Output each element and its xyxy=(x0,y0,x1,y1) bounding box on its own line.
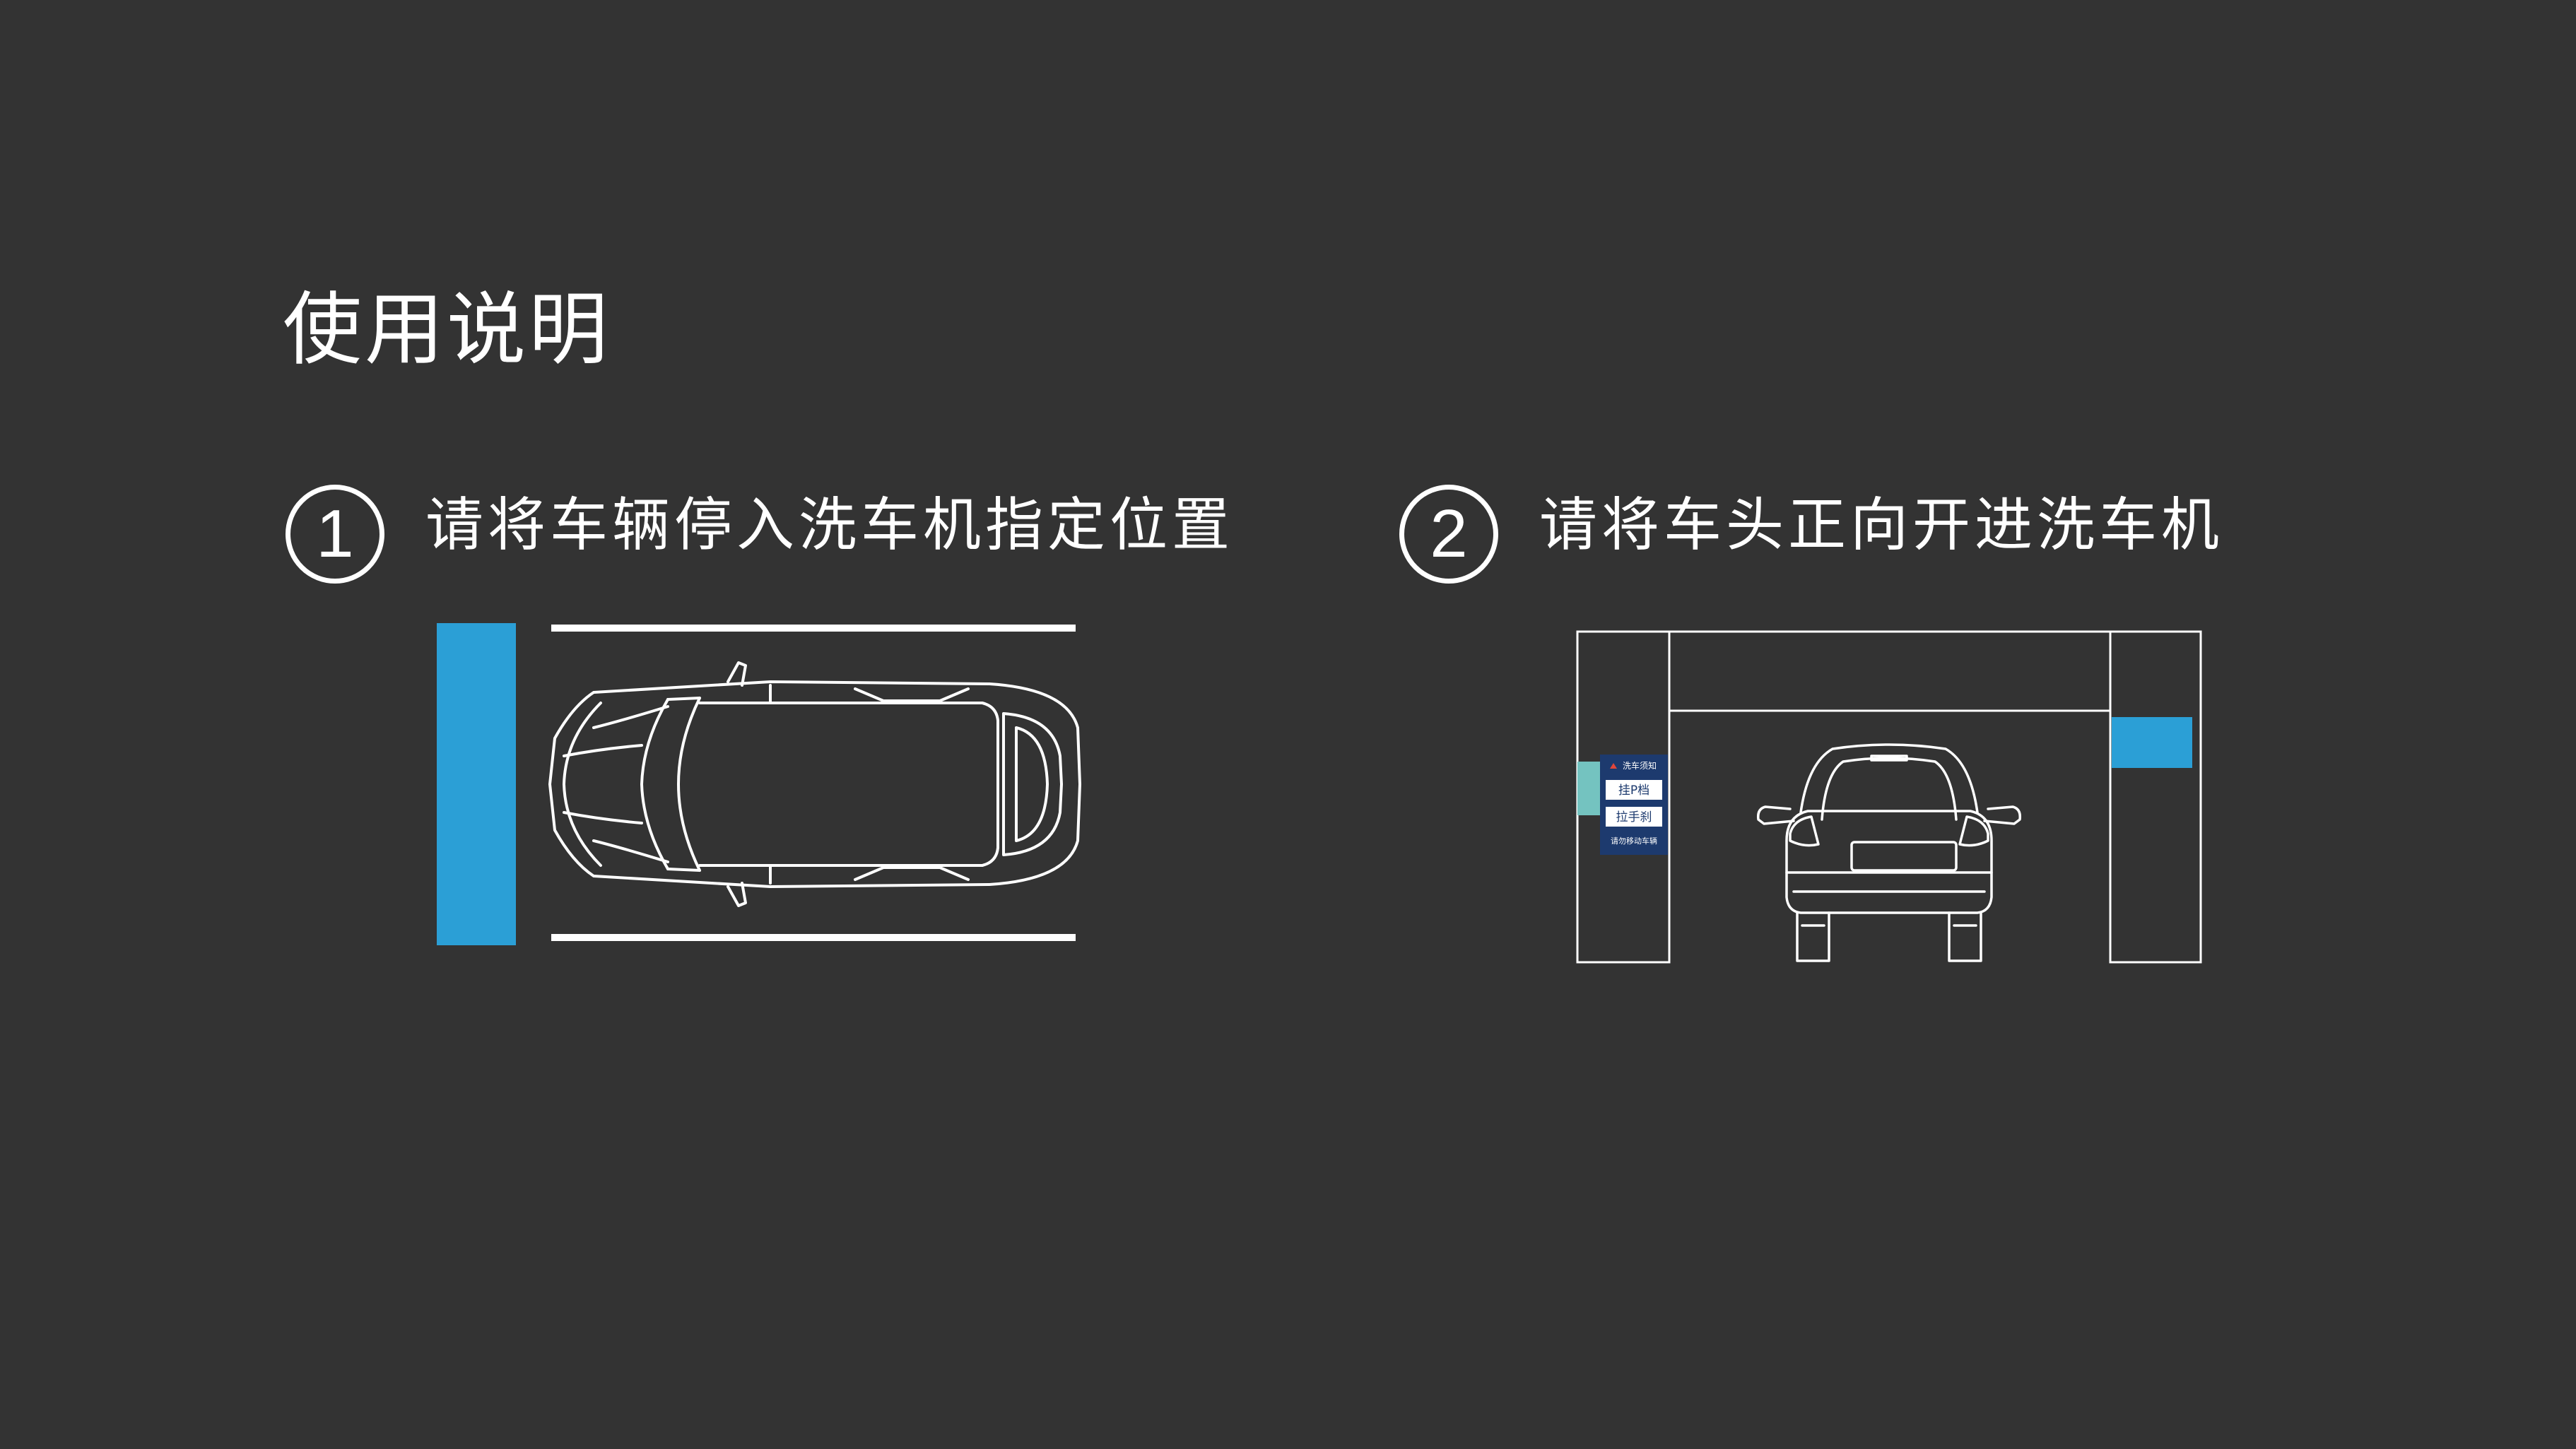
sign-line-1: 挂P档 xyxy=(1618,783,1649,798)
instruction-sign: 洗车须知 挂P档 拉手刹 请勿移动车辆 xyxy=(1600,755,1668,855)
car-top-outline xyxy=(548,661,1081,907)
stop-block xyxy=(437,623,516,945)
step-2-number-badge: 2 xyxy=(1399,485,1498,584)
car-rear-outline xyxy=(1756,743,2022,962)
wash-frame-right-pillar xyxy=(2109,630,2202,964)
step-1: 1 请将车辆停入洗车机指定位置 xyxy=(286,485,1234,584)
teal-stripe xyxy=(1577,762,1600,815)
step-2-text: 请将车头正向开进洗车机 xyxy=(1539,492,2224,559)
step-1-number-badge: 1 xyxy=(286,485,384,584)
wash-frame-top-beam xyxy=(1668,630,2112,712)
lane-line-bottom xyxy=(551,934,1076,941)
sign-footer: 请勿移动车辆 xyxy=(1611,836,1657,846)
page-title: 使用说明 xyxy=(283,284,611,376)
car-entering-wash-bay-icon: 洗车须知 挂P档 拉手刹 请勿移动车辆 xyxy=(1576,630,2202,964)
car-top-view-parked-icon xyxy=(437,623,1081,945)
lane-line-top xyxy=(551,625,1076,632)
sign-header: 洗车须知 xyxy=(1623,760,1657,771)
step-1-text: 请将车辆停入洗车机指定位置 xyxy=(425,492,1235,559)
step-2: 2 请将车头正向开进洗车机 xyxy=(1399,485,2223,584)
sign-line-2: 拉手刹 xyxy=(1616,810,1652,824)
sensor-panel xyxy=(2112,717,2192,768)
